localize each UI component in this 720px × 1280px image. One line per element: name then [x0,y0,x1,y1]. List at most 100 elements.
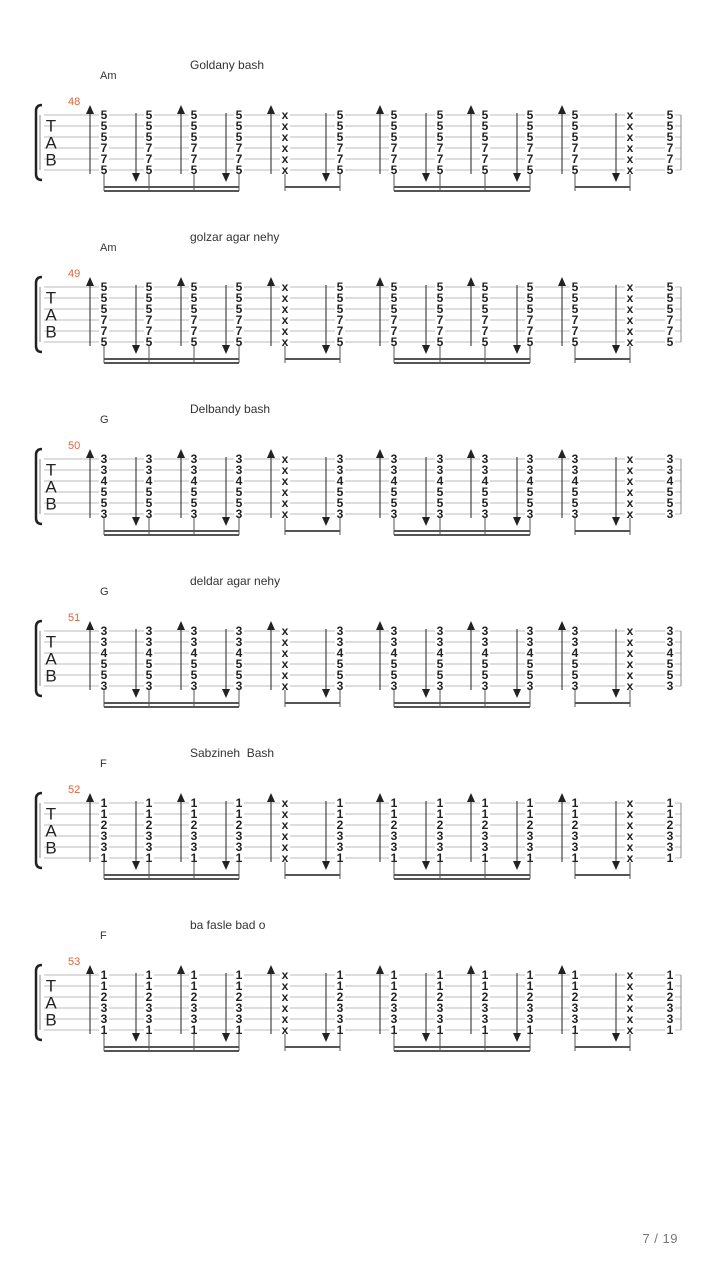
dead-note: x [627,657,634,671]
fret-mask [144,293,154,303]
fret-number: 1 [337,979,344,993]
fret-mask [525,637,535,647]
fret-mask [234,293,244,303]
fret-mask [570,487,580,497]
fret-mask [435,326,445,336]
fret-mask [570,842,580,852]
fret-number: 5 [482,485,489,499]
fret-number: 3 [667,624,674,638]
arrow-head [177,449,185,458]
fret-number: 5 [572,280,579,294]
arrow-head [86,621,94,630]
rhythm-beam [575,1046,630,1048]
bar-number: 48 [68,96,81,108]
fret-number: 3 [482,452,489,466]
fret-number: 5 [236,108,243,122]
fret-mask [435,659,445,669]
dead-note: x [627,119,634,133]
arrow-head [513,173,521,182]
fret-mask [234,154,244,164]
arrow-head [376,105,384,114]
dead-note: x [282,807,289,821]
fret-mask [665,326,675,336]
fret-mask [570,154,580,164]
fret-number: 1 [667,979,674,993]
fret-mask [480,648,490,658]
fret-mask [389,282,399,292]
fret-number: 5 [337,302,344,316]
rhythm-beam [104,186,239,188]
dead-note: x [627,840,634,854]
fret-number: 1 [146,851,153,865]
fret-mask [389,842,399,852]
tab-clef-a: A [45,994,57,1013]
fret-mask [525,487,535,497]
fret-number: 3 [337,507,344,521]
fret-number: 5 [572,302,579,316]
tab-clef-b: B [45,495,56,514]
fret-number: 3 [391,624,398,638]
fret-mask [570,454,580,464]
fret-mask [389,1025,399,1035]
strum-down-arrow [322,629,330,698]
fret-mask [144,154,154,164]
fret-number: 4 [391,646,398,660]
fret-mask [280,1003,290,1013]
fret-number: 5 [146,496,153,510]
fret-number: 5 [572,291,579,305]
fret-mask [665,681,675,691]
fret-mask [665,670,675,680]
fret-number: 1 [572,851,579,865]
fret-number: 3 [236,507,243,521]
fret-number: 5 [437,163,444,177]
fret-mask [625,165,635,175]
fret-mask [99,853,109,863]
fret-mask [389,1014,399,1024]
fret-number: 3 [146,1012,153,1026]
fret-mask [280,132,290,142]
fret-mask [335,831,345,841]
fret-mask [525,498,535,508]
fret-mask [99,454,109,464]
arrow-head [132,861,140,870]
fret-number: 1 [482,796,489,810]
fret-mask [99,648,109,658]
fret-number: 3 [527,624,534,638]
rhythm-beam [285,530,340,532]
fret-mask [525,110,535,120]
fret-mask [280,820,290,830]
fret-mask [280,487,290,497]
fret-mask [144,970,154,980]
fret-mask [435,853,445,863]
dead-note: x [282,1001,289,1015]
fret-mask [335,637,345,647]
arrow-head [222,517,230,526]
dead-note: x [282,796,289,810]
fret-number: 4 [572,646,579,660]
fret-mask [280,637,290,647]
fret-mask [99,143,109,153]
fret-number: 3 [527,840,534,854]
fret-number: 3 [667,452,674,466]
fret-number: 3 [482,635,489,649]
strum-up-arrow [558,965,566,1034]
fret-mask [144,981,154,991]
arrow-head [513,861,521,870]
fret-number: 2 [191,990,198,1004]
strum-up-arrow [86,621,94,690]
fret-mask [234,809,244,819]
fret-number: 3 [337,679,344,693]
fret-number: 7 [337,313,344,327]
fret-number: 1 [391,968,398,982]
fret-number: 2 [391,818,398,832]
fret-mask [144,1003,154,1013]
fret-number: 7 [482,324,489,338]
arrow-head [467,965,475,974]
fret-number: 3 [572,463,579,477]
fret-mask [665,337,675,347]
fret-mask [335,981,345,991]
fret-mask [189,809,199,819]
fret-number: 7 [527,152,534,166]
fret-mask [234,337,244,347]
fret-mask [389,337,399,347]
